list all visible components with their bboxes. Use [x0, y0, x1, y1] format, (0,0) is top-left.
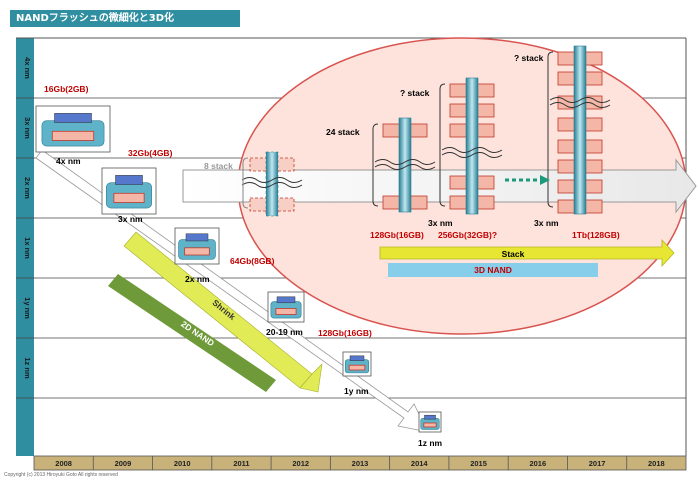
- year-label: 2013: [352, 459, 369, 468]
- year-label: 2017: [589, 459, 606, 468]
- capacity-64gb: 64Gb(8GB): [230, 256, 275, 266]
- stack-arrow: [379, 238, 675, 268]
- 3d-nand-label: 3D NAND: [474, 265, 512, 275]
- label-8-stack: 8 stack: [204, 161, 233, 171]
- stack-arrow-label: Stack: [502, 249, 525, 259]
- shrink-white-arrow: [35, 149, 429, 433]
- row-label: 4x nm: [23, 57, 32, 79]
- capacity-16gb: 16Gb(2GB): [44, 84, 89, 94]
- node-1z: 1z nm: [418, 438, 443, 448]
- row-label: 2x nm: [23, 177, 32, 199]
- node-1y: 1y nm: [344, 386, 369, 396]
- year-label: 2014: [411, 459, 429, 468]
- row-label: 1z nm: [23, 357, 32, 379]
- year-label: 2008: [55, 459, 72, 468]
- planar-cell-icon: [174, 227, 220, 265]
- row-label: 1x nm: [23, 237, 32, 259]
- copyright: Copyright (c) 2013 Hiroyuki Goto All rig…: [4, 472, 118, 478]
- 3d-stack-icon: [441, 77, 503, 215]
- label-q-stack-1: ? stack: [400, 88, 430, 98]
- slide-title: NANDフラッシュの微細化と3D化: [10, 10, 240, 27]
- planar-cell-icon: [418, 411, 442, 433]
- year-label: 2015: [470, 459, 487, 468]
- 3d-nand-bar: [388, 263, 598, 277]
- planar-cell-icon: [101, 167, 157, 215]
- 2d-nand-bar: [108, 274, 276, 392]
- year-label: 2018: [648, 459, 665, 468]
- node-2x: 2x nm: [185, 274, 210, 284]
- planar-cell-icon: [267, 291, 305, 323]
- capacity-128gb-3d: 128Gb(16GB): [370, 230, 424, 240]
- 3d-stack-icon: [549, 45, 611, 215]
- year-axis: [33, 455, 687, 471]
- node-20-19: 20-19 nm: [266, 327, 303, 337]
- year-label: 2016: [529, 459, 546, 468]
- row-label: 3x nm: [23, 117, 32, 139]
- row-label: 1y nm: [23, 297, 32, 319]
- year-label: 2011: [233, 459, 249, 468]
- row-label-column: [16, 38, 34, 456]
- capacity-32gb: 32Gb(4GB): [128, 148, 173, 158]
- 3d-stack-icon: [374, 117, 436, 213]
- label-24-stack: 24 stack: [326, 127, 360, 137]
- year-label: 2010: [174, 459, 191, 468]
- node-4x: 4x nm: [56, 156, 81, 166]
- capacity-1tb-3d: 1Tb(128GB): [572, 230, 620, 240]
- capacity-256gb-3d: 256Gb(32GB)?: [438, 230, 497, 240]
- year-label: 2009: [115, 459, 132, 468]
- planar-cell-icon: [342, 351, 372, 377]
- node-3x: 3x nm: [118, 214, 143, 224]
- 3d-stack-icon: [241, 151, 303, 217]
- year-label: 2012: [292, 459, 309, 468]
- planar-cell-icon: [35, 105, 111, 153]
- node-3x-3d-2: 3x nm: [534, 218, 559, 228]
- node-3x-3d-1: 3x nm: [428, 218, 453, 228]
- capacity-128gb-planar: 128Gb(16GB): [318, 328, 372, 338]
- label-q-stack-2: ? stack: [514, 53, 544, 63]
